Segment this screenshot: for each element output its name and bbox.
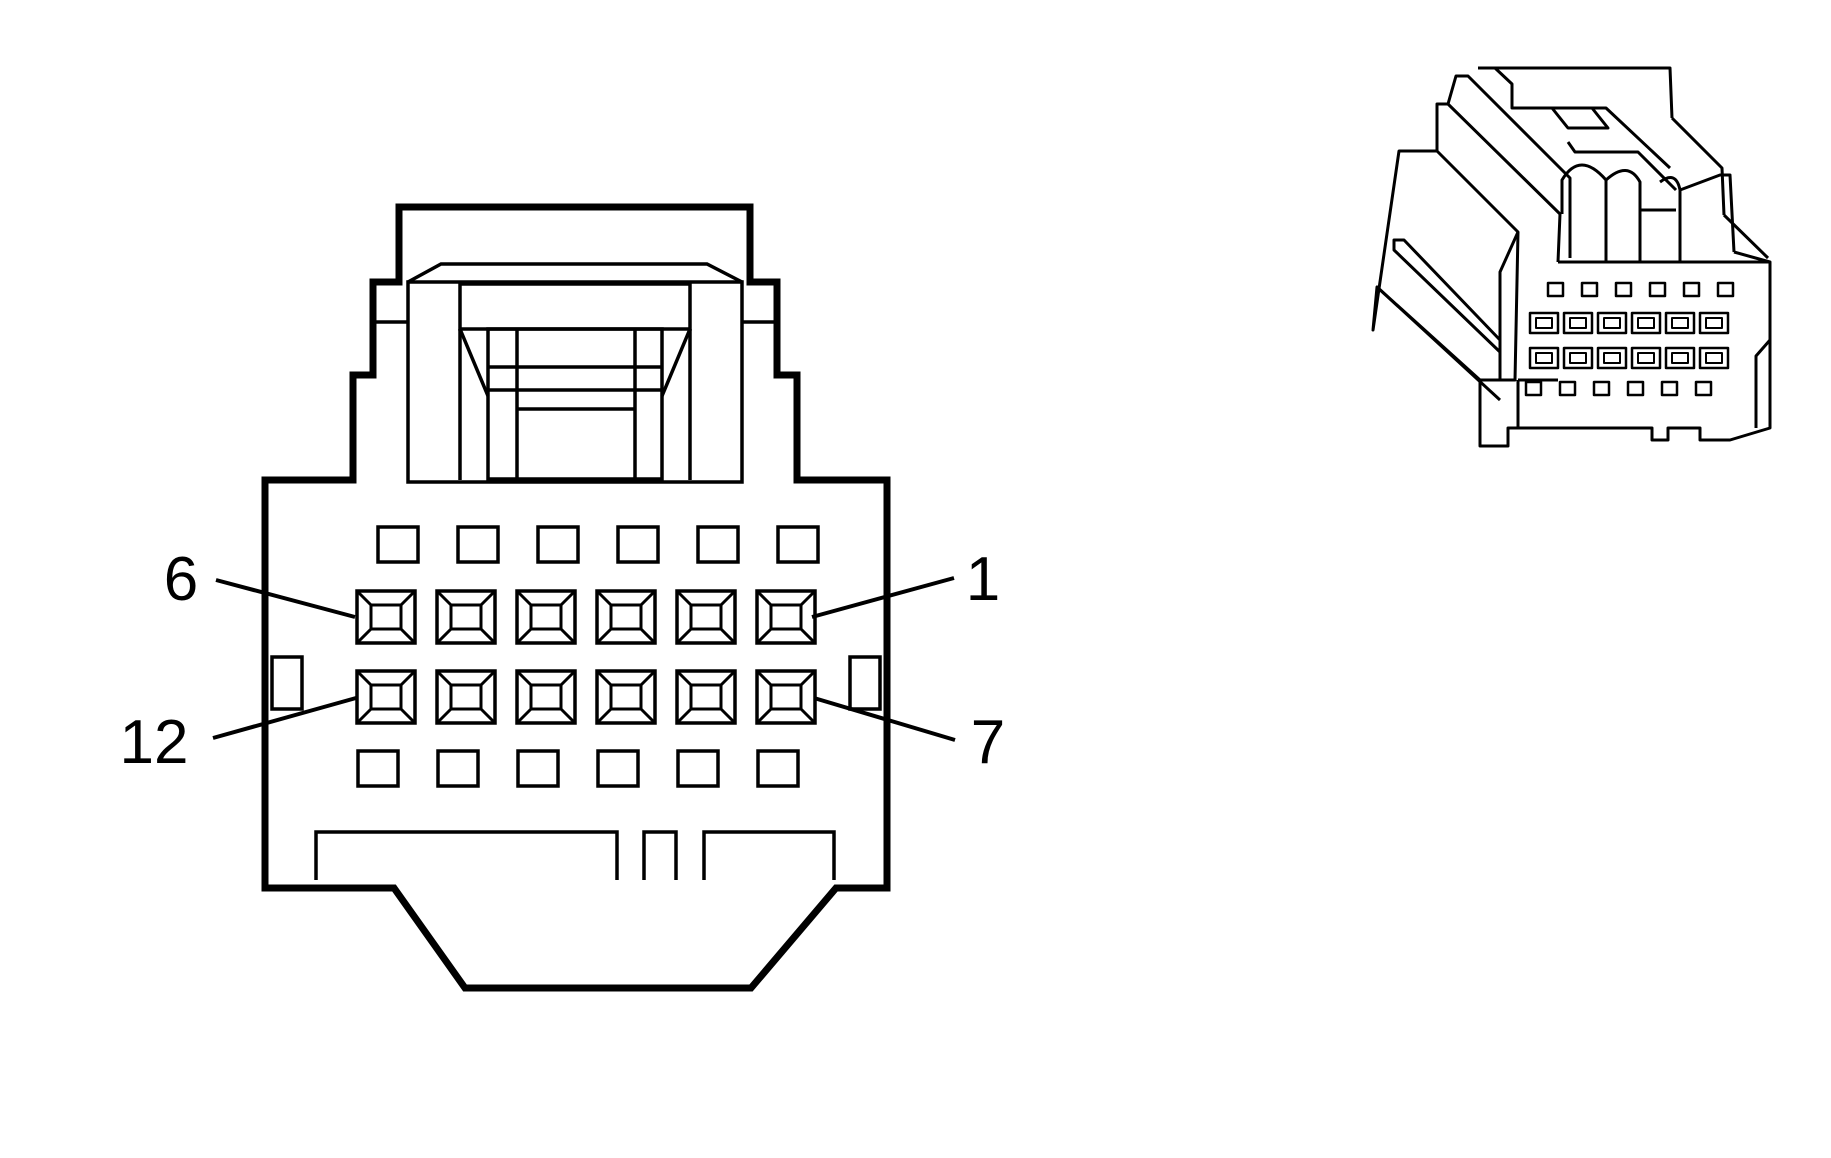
terminal-cavity-10 (515, 669, 577, 725)
terminal-cavity-1 (755, 589, 817, 645)
aux-cavity-bottom (356, 749, 400, 788)
iso-aux-cavity-top (1614, 281, 1633, 298)
iso-terminal-cavity (1528, 346, 1560, 370)
iso-terminal-inner (1671, 317, 1689, 329)
terminal-cavity-9 (595, 669, 657, 725)
iso-terminal-cavity (1664, 346, 1696, 370)
iso-aux-cavity-top (1648, 281, 1667, 298)
side-key-right (848, 655, 882, 711)
iso-aux-cavity-top (1682, 281, 1701, 298)
iso-aux-cavity-bottom (1626, 380, 1645, 397)
iso-terminal-inner (1637, 317, 1655, 329)
aux-cavity-bottom (436, 749, 480, 788)
iso-terminal-inner (1569, 317, 1587, 329)
aux-cavity-top (776, 525, 820, 564)
terminal-cavity-5 (435, 589, 497, 645)
iso-terminal-cavity (1698, 346, 1730, 370)
connector-face-view (212, 203, 956, 992)
iso-terminal-inner (1637, 352, 1655, 364)
pin-label-12: 12 (120, 708, 189, 777)
aux-cavity-bottom (596, 749, 640, 788)
terminal-cavity-6 (355, 589, 417, 645)
aux-cavity-bottom (756, 749, 800, 788)
terminal-cavity-11 (435, 669, 497, 725)
side-key-left (270, 655, 304, 711)
iso-terminal-cavity (1562, 346, 1594, 370)
iso-terminal-inner (1671, 352, 1689, 364)
iso-aux-cavity-bottom (1524, 380, 1543, 397)
terminal-cavity-8 (675, 669, 737, 725)
iso-terminal-cavity (1698, 311, 1730, 335)
iso-aux-cavity-top (1580, 281, 1599, 298)
terminal-cavity-2 (675, 589, 737, 645)
iso-terminal-cavity (1630, 346, 1662, 370)
terminal-cavity-12 (355, 669, 417, 725)
aux-cavity-bottom (676, 749, 720, 788)
iso-aux-cavity-top (1546, 281, 1565, 298)
terminal-cavity-7 (755, 669, 817, 725)
aux-cavity-top (376, 525, 420, 564)
iso-aux-cavity-bottom (1660, 380, 1679, 397)
iso-aux-cavity-bottom (1694, 380, 1713, 397)
cavity-array (355, 525, 820, 788)
iso-terminal-cavity (1630, 311, 1662, 335)
iso-terminal-cavity (1562, 311, 1594, 335)
iso-terminal-inner (1535, 317, 1553, 329)
iso-aux-cavity-top (1716, 281, 1735, 298)
aux-cavity-top (616, 525, 660, 564)
iso-aux-cavity-bottom (1592, 380, 1611, 397)
iso-terminal-cavity (1528, 311, 1560, 335)
iso-terminal-cavity (1596, 346, 1628, 370)
terminal-cavity-3 (595, 589, 657, 645)
leader-lines (212, 576, 956, 742)
aux-cavity-top (696, 525, 740, 564)
iso-terminal-inner (1569, 352, 1587, 364)
housing-outline (261, 203, 891, 992)
iso-terminal-inner (1705, 317, 1723, 329)
pin-label-7: 7 (971, 708, 1005, 777)
iso-cavity-array (1524, 281, 1735, 397)
terminal-cavity-4 (515, 589, 577, 645)
aux-cavity-bottom (516, 749, 560, 788)
iso-terminal-cavity (1664, 311, 1696, 335)
pin-label-1: 1 (966, 545, 1000, 614)
bottom-channel (314, 830, 836, 880)
aux-cavity-top (456, 525, 500, 564)
iso-terminal-inner (1603, 352, 1621, 364)
iso-aux-cavity-bottom (1558, 380, 1577, 397)
iso-terminal-cavity (1596, 311, 1628, 335)
iso-terminal-inner (1603, 317, 1621, 329)
connector-isometric-view (1371, 66, 1772, 448)
pin-label-6: 6 (164, 545, 198, 614)
iso-terminal-inner (1535, 352, 1553, 364)
iso-terminal-inner (1705, 352, 1723, 364)
latch (373, 262, 777, 484)
aux-cavity-top (536, 525, 580, 564)
